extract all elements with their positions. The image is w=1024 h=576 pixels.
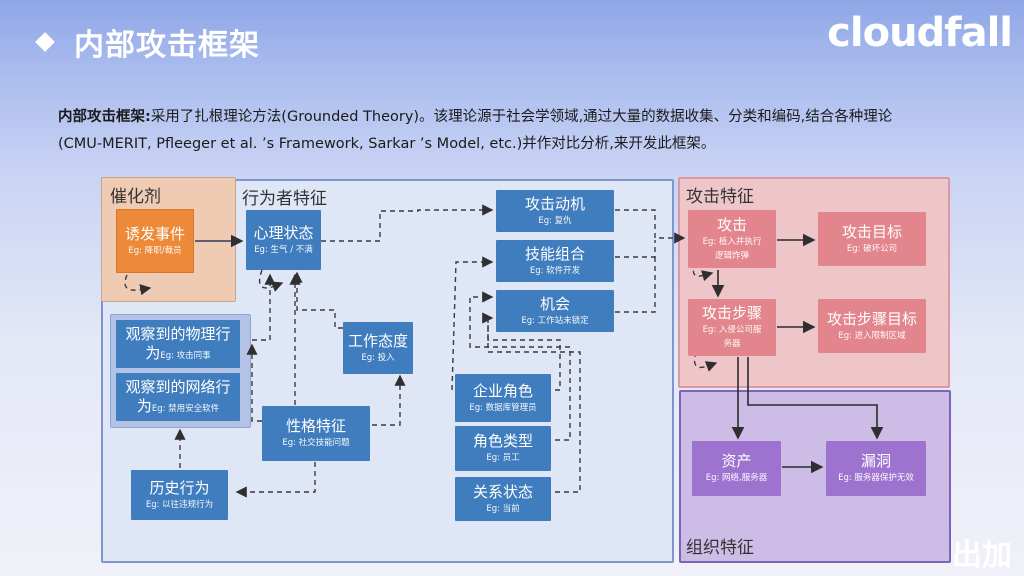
node-observed-network-eg: Eg: 禁用安全软件 bbox=[151, 404, 220, 414]
node-role-type-title: 角色类型 bbox=[472, 432, 533, 450]
node-asset: 资产 Eg: 网络,服务器 bbox=[692, 441, 781, 496]
node-role-type: 角色类型 Eg: 员工 bbox=[455, 426, 551, 471]
node-observed-physical-title-b: 为 bbox=[145, 344, 161, 362]
node-attack-title: 攻击 bbox=[716, 215, 747, 234]
page-title: 内部攻击框架 bbox=[74, 28, 260, 63]
org-label: 组织特征 bbox=[686, 538, 754, 558]
diamond-bullet-icon bbox=[35, 32, 55, 52]
node-observed-network-title-a: 观察到的网络行 bbox=[125, 378, 231, 396]
node-trigger-title: 诱发事件 bbox=[124, 224, 185, 243]
node-step-target: 攻击步骤目标 Eg: 进入限制区域 bbox=[818, 299, 926, 353]
node-attack-eg-a: Eg: 植入并执行 bbox=[702, 236, 762, 247]
node-attack-step-title: 攻击步骤 bbox=[701, 304, 762, 322]
node-psych-state: 心理状态 Eg: 生气 / 不满 bbox=[246, 210, 321, 270]
intro-paragraph: 内部攻击框架:采用了扎根理论方法(Grounded Theory)。该理论源于社… bbox=[58, 104, 988, 158]
node-asset-eg: Eg: 网络,服务器 bbox=[705, 473, 768, 483]
node-trigger-eg: Eg: 降职/裁员 bbox=[128, 245, 182, 256]
catalyst-label: 催化剂 bbox=[110, 187, 161, 207]
node-attack-step-eg-a: Eg: 入侵公司服 bbox=[702, 325, 762, 335]
title-row: 内部攻击框架 bbox=[34, 22, 260, 63]
node-observed-physical: 观察到的物理行 为 Eg: 攻击同事 bbox=[116, 320, 240, 368]
node-psych-eg: Eg: 生气 / 不满 bbox=[254, 244, 313, 255]
node-attack-step: 攻击步骤 Eg: 入侵公司服 务器 bbox=[688, 299, 776, 356]
node-role-type-eg: Eg: 员工 bbox=[486, 453, 520, 463]
node-opportunity: 机会 Eg: 工作站未锁定 bbox=[496, 290, 614, 332]
attack-region bbox=[678, 177, 950, 388]
node-org-role: 企业角色 Eg: 数据库管理员 bbox=[455, 374, 551, 422]
node-motive-title: 攻击动机 bbox=[524, 194, 585, 213]
node-attack-step-eg-b: 务器 bbox=[723, 339, 741, 349]
node-observed-network-title-b: 为 bbox=[136, 397, 152, 415]
attack-label: 攻击特征 bbox=[686, 187, 754, 207]
node-skills: 技能组合 Eg: 软件开发 bbox=[496, 240, 614, 282]
node-org-role-eg: Eg: 数据库管理员 bbox=[469, 402, 537, 413]
node-skills-title: 技能组合 bbox=[524, 244, 585, 263]
node-trigger-event: 诱发事件 Eg: 降职/裁员 bbox=[116, 209, 194, 273]
node-step-target-eg: Eg: 进入限制区域 bbox=[838, 330, 906, 341]
node-asset-title: 资产 bbox=[721, 452, 752, 470]
intro-line2: (CMU-MERIT, Pfleeger et al. ’s Framework… bbox=[58, 136, 716, 152]
node-history: 历史行为 Eg: 以往违规行为 bbox=[131, 470, 228, 520]
node-attack-target-title: 攻击目标 bbox=[841, 222, 902, 241]
node-vuln-eg: Eg: 服务器保护无效 bbox=[838, 473, 914, 483]
node-attack: 攻击 Eg: 植入并执行 逻辑炸弹 bbox=[688, 210, 776, 268]
node-motive-eg: Eg: 复仇 bbox=[538, 215, 572, 226]
node-relation-title: 关系状态 bbox=[472, 482, 533, 501]
node-attack-target: 攻击目标 Eg: 破坏公司 bbox=[818, 212, 926, 266]
node-vulnerability: 漏洞 Eg: 服务器保护无效 bbox=[826, 441, 926, 496]
node-relation-eg: Eg: 当前 bbox=[486, 503, 520, 514]
node-work-attitude: 工作态度 Eg: 投入 bbox=[343, 322, 413, 374]
node-personality-eg: Eg: 社交技能问题 bbox=[282, 438, 350, 448]
node-org-role-title: 企业角色 bbox=[472, 381, 533, 400]
intro-line1: 采用了扎根理论方法(Grounded Theory)。该理论源于社会学领域,通过… bbox=[150, 109, 893, 125]
brand-logo: cloudfall bbox=[827, 10, 1013, 56]
intro-lead: 内部攻击框架: bbox=[58, 109, 151, 125]
node-motive: 攻击动机 Eg: 复仇 bbox=[496, 190, 614, 232]
node-step-target-title: 攻击步骤目标 bbox=[826, 309, 917, 328]
actor-label: 行为者特征 bbox=[242, 189, 327, 209]
node-opportunity-title: 机会 bbox=[539, 294, 570, 313]
node-opportunity-eg: Eg: 工作站未锁定 bbox=[521, 315, 589, 326]
node-observed-physical-eg: Eg: 攻击同事 bbox=[160, 351, 211, 361]
node-attitude-title: 工作态度 bbox=[347, 331, 408, 350]
node-skills-eg: Eg: 软件开发 bbox=[529, 265, 581, 276]
node-personality-title: 性格特征 bbox=[285, 417, 346, 435]
node-history-eg: Eg: 以往违规行为 bbox=[145, 499, 214, 510]
corner-watermark: 出加 bbox=[952, 538, 1012, 573]
node-vuln-title: 漏洞 bbox=[860, 452, 891, 470]
node-history-title: 历史行为 bbox=[149, 478, 210, 497]
node-observed-network: 观察到的网络行 为 Eg: 禁用安全软件 bbox=[116, 373, 240, 421]
node-attack-target-eg: Eg: 破坏公司 bbox=[846, 243, 898, 254]
node-psych-title: 心理状态 bbox=[253, 223, 314, 242]
node-attitude-eg: Eg: 投入 bbox=[361, 352, 395, 363]
node-relation: 关系状态 Eg: 当前 bbox=[455, 477, 551, 521]
node-attack-eg-b: 逻辑炸弹 bbox=[714, 250, 749, 261]
node-personality: 性格特征 Eg: 社交技能问题 bbox=[262, 406, 370, 461]
node-observed-physical-title-a: 观察到的物理行 bbox=[125, 325, 231, 343]
